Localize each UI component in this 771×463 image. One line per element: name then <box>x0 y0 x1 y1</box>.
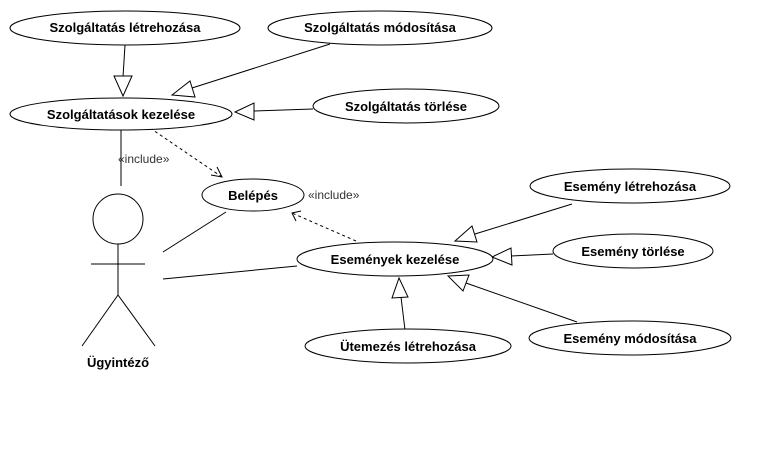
generalization-szolg-letrehozasa <box>113 44 133 98</box>
include-label: «include» <box>118 152 170 166</box>
generalization-esemeny-modositasa <box>446 274 578 323</box>
association-esemenyek-kezelese <box>162 265 298 280</box>
use-case-label: Esemény módosítása <box>564 331 698 346</box>
generalization-esemeny-letrehozasa <box>453 203 573 243</box>
actor-name: Ügyintéző <box>87 355 149 370</box>
use-case-label: Szolgáltatás létrehozása <box>50 20 202 35</box>
use-case-szolgaltatas-letrehozasa[interactable]: Szolgáltatás létrehozása <box>9 10 241 46</box>
use-case-label: Események kezelése <box>331 252 460 267</box>
use-case-utemezes-letrehozasa[interactable]: Ütemezés létrehozása <box>304 328 512 364</box>
include-esemenyek-kezelese-belepes <box>291 210 357 242</box>
use-case-szolgaltatas-modositasa[interactable]: Szolgáltatás módosítása <box>267 10 493 46</box>
association-belepes <box>162 211 227 253</box>
actor-ugyintezo[interactable]: Ügyintéző <box>81 193 156 370</box>
use-case-label: Szolgáltatás módosítása <box>304 20 456 35</box>
include-label: «include» <box>308 188 360 202</box>
generalization-szolg-torlese <box>233 102 314 121</box>
use-case-label: Belépés <box>228 188 278 203</box>
generalization-szolg-modositasa <box>170 43 331 98</box>
use-case-esemeny-letrehozasa[interactable]: Esemény létrehozása <box>529 168 731 204</box>
use-case-esemeny-modositasa[interactable]: Esemény módosítása <box>528 320 732 356</box>
use-case-szolgaltatas-torlese[interactable]: Szolgáltatás törlése <box>312 88 500 124</box>
use-case-label: Szolgáltatások kezelése <box>47 107 195 122</box>
use-case-label: Esemény törlése <box>581 244 684 259</box>
actor-right-leg <box>117 294 156 347</box>
use-case-szolgaltatasok-kezelese[interactable]: Szolgáltatások kezelése <box>9 97 233 131</box>
use-case-esemenyek-kezelese[interactable]: Események kezelése <box>296 241 494 277</box>
use-case-label: Szolgáltatás törlése <box>345 99 467 114</box>
include-szolg-kezelese-belepes <box>149 127 223 178</box>
generalization-utemezes-letrehozasa <box>391 276 409 331</box>
actor-head <box>92 193 144 245</box>
generalization-esemeny-torlese <box>490 247 554 266</box>
actor-left-leg <box>81 294 119 347</box>
use-case-esemeny-torlese[interactable]: Esemény törlése <box>552 233 714 269</box>
use-case-label: Ütemezés létrehozása <box>340 339 477 354</box>
use-case-belepes[interactable]: Belépés <box>201 178 305 212</box>
use-case-label: Esemény létrehozása <box>564 179 697 194</box>
